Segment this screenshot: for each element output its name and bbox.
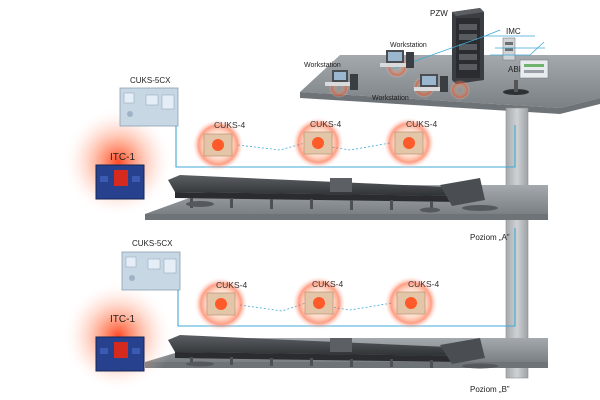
itc-b: ITC-1 <box>95 314 145 372</box>
level-b-cable <box>177 228 516 327</box>
sensor-b-3-label: CUKS-4 <box>408 279 439 289</box>
level-a: CUKS-5CX ITC-1 CUKS-4 CUKS-4 <box>63 76 548 242</box>
abi-device: ABI <box>508 59 549 79</box>
sensor-b-2: CUKS-4 <box>292 276 346 330</box>
vertical-shaft <box>505 107 529 379</box>
level-a-label: Poziom „A” <box>470 233 510 242</box>
itc-a: ITC-1 <box>95 152 145 200</box>
sensor-a-1-label: CUKS-4 <box>214 120 245 130</box>
network-lines <box>389 29 545 71</box>
sensor-b-3: CUKS-4 <box>384 276 439 330</box>
imc-label: IMC <box>506 27 521 36</box>
controller-b-label: CUKS-5CX <box>132 239 173 248</box>
server-rack: PZW <box>430 8 484 84</box>
level-b-label: Poziom „B” <box>470 385 510 394</box>
workstation-1: Workstation <box>304 62 358 98</box>
antenna-disc <box>503 80 529 95</box>
server-label: PZW <box>430 9 448 18</box>
sensor-a-3-label: CUKS-4 <box>406 119 437 129</box>
controller-b: CUKS-5CX <box>121 239 181 291</box>
workstation-label-3: Workstation <box>372 95 409 102</box>
controller-a-label: CUKS-5CX <box>130 76 171 85</box>
sensor-a-1: CUKS-4 <box>192 119 245 171</box>
sensor-b-1: CUKS-4 <box>194 277 248 331</box>
workstation-2: Workstation <box>380 42 427 78</box>
level-b-sensor-link <box>239 302 393 312</box>
workstation-label-2: Workstation <box>390 42 427 49</box>
controller-a: CUKS-5CX <box>119 76 179 127</box>
sensor-b-2-label: CUKS-4 <box>312 279 343 289</box>
level-b: CUKS-5CX ITC-1 CUKS-4 CUKS-4 CUK <box>63 228 548 394</box>
sensor-a-3: CUKS-4 <box>383 117 437 169</box>
itc-b-halo <box>63 281 173 391</box>
sensor-a-2-label: CUKS-4 <box>310 119 341 129</box>
sensor-b-1-label: CUKS-4 <box>216 280 247 290</box>
level-a-cable <box>175 125 516 168</box>
itc-a-halo <box>63 107 173 217</box>
workstation-3: Workstation <box>372 74 470 102</box>
itc-b-label: ITC-1 <box>110 314 135 325</box>
itc-a-label: ITC-1 <box>110 152 135 163</box>
abi-label: ABI <box>508 65 521 74</box>
conveyor-b <box>168 335 498 369</box>
imc-device: IMC <box>502 27 521 61</box>
workstation-label-1: Workstation <box>304 62 341 69</box>
conveyor-a <box>168 175 498 213</box>
sensor-a-2: CUKS-4 <box>292 117 344 169</box>
